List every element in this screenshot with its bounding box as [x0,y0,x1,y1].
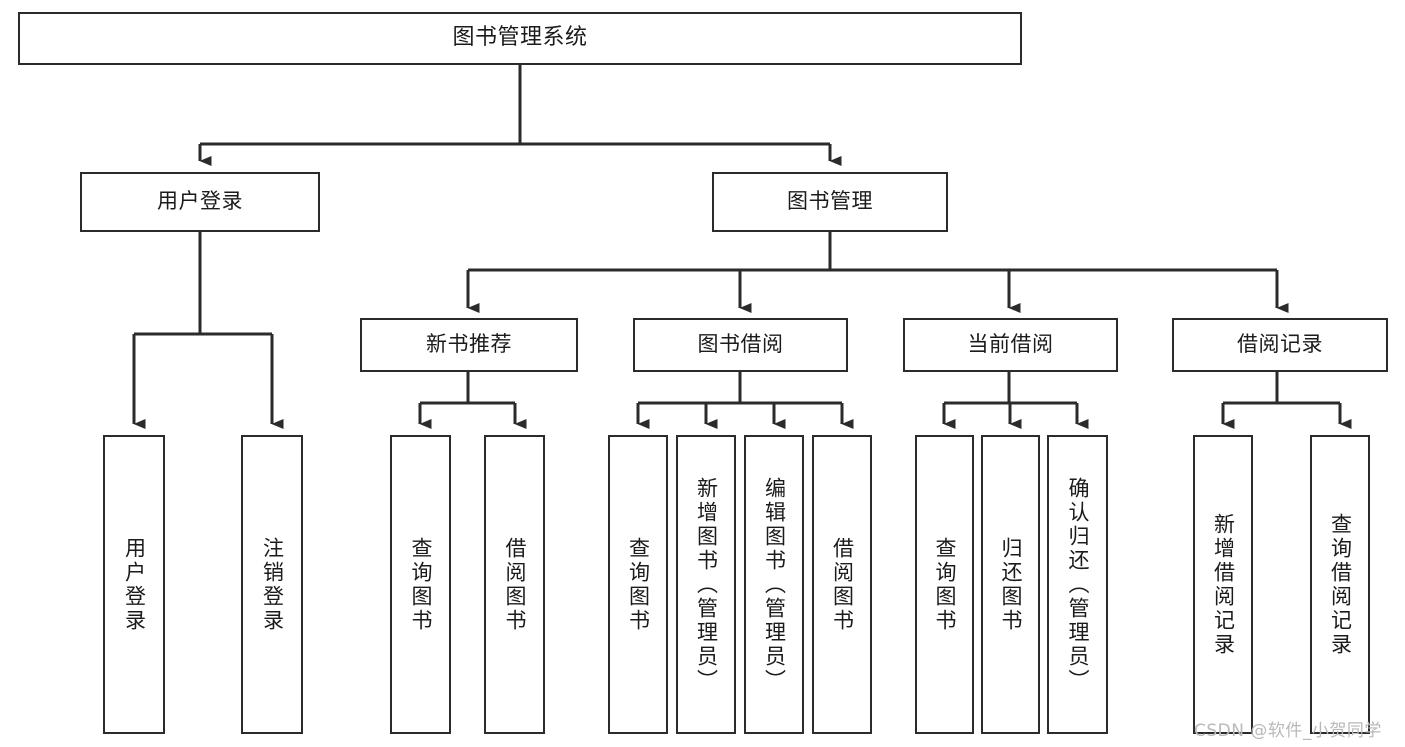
node-user-login-label: 用户登录 [157,189,243,214]
node-current-borrow-label: 当前借阅 [967,332,1054,357]
node-root[interactable]: 图书管理系统 [18,12,1022,65]
leaf-borrow-record-2-label: 查询借阅记录 [1328,512,1353,657]
node-current-borrow[interactable]: 当前借阅 [903,318,1118,372]
leaf-current-borrow-1-label: 查询图书 [933,536,957,633]
leaf-new-book-2[interactable]: 借阅图书 [484,435,545,734]
leaf-current-borrow-3[interactable]: 确认归还（管理员） [1047,435,1108,734]
leaf-book-borrow-4[interactable]: 借阅图书 [812,435,872,734]
node-book-borrow-label: 图书借阅 [697,332,784,357]
leaf-book-borrow-1-label: 查询图书 [626,536,651,633]
leaf-book-borrow-1[interactable]: 查询图书 [608,435,668,734]
node-root-label: 图书管理系统 [452,25,588,51]
leaf-user-login-2[interactable]: 注销登录 [241,435,303,734]
leaf-book-borrow-2[interactable]: 新增图书（管理员） [676,435,736,734]
leaf-new-book-2-label: 借阅图书 [503,536,527,633]
watermark: CSDN @软件_小贺同学 [1194,721,1382,741]
node-user-login[interactable]: 用户登录 [80,172,320,232]
leaf-book-borrow-2-label: 新增图书（管理员） [694,476,719,693]
node-book-borrow[interactable]: 图书借阅 [633,318,848,372]
leaf-new-book-1[interactable]: 查询图书 [390,435,451,734]
leaf-borrow-record-1[interactable]: 新增借阅记录 [1193,435,1253,734]
leaf-borrow-record-2[interactable]: 查询借阅记录 [1310,435,1370,734]
leaf-current-borrow-1[interactable]: 查询图书 [915,435,974,734]
leaf-current-borrow-2-label: 归还图书 [999,536,1023,633]
node-borrow-record[interactable]: 借阅记录 [1172,318,1388,372]
leaf-borrow-record-1-label: 新增借阅记录 [1211,512,1236,657]
leaf-book-borrow-3-label: 编辑图书（管理员） [762,476,787,693]
node-borrow-record-label: 借阅记录 [1237,332,1323,357]
leaf-user-login-1-label: 用户登录 [122,536,147,633]
node-book-management-label: 图书管理 [787,189,873,214]
node-new-book-recommend-label: 新书推荐 [426,332,512,357]
leaf-current-borrow-3-label: 确认归还（管理员） [1066,476,1090,693]
leaf-user-login-2-label: 注销登录 [260,536,285,633]
node-new-book-recommend[interactable]: 新书推荐 [360,318,578,372]
leaf-current-borrow-2[interactable]: 归还图书 [981,435,1040,734]
node-book-management[interactable]: 图书管理 [712,172,948,232]
leaf-user-login-1[interactable]: 用户登录 [103,435,165,734]
leaf-book-borrow-3[interactable]: 编辑图书（管理员） [744,435,804,734]
leaf-book-borrow-4-label: 借阅图书 [830,536,855,633]
leaf-new-book-1-label: 查询图书 [409,536,433,633]
